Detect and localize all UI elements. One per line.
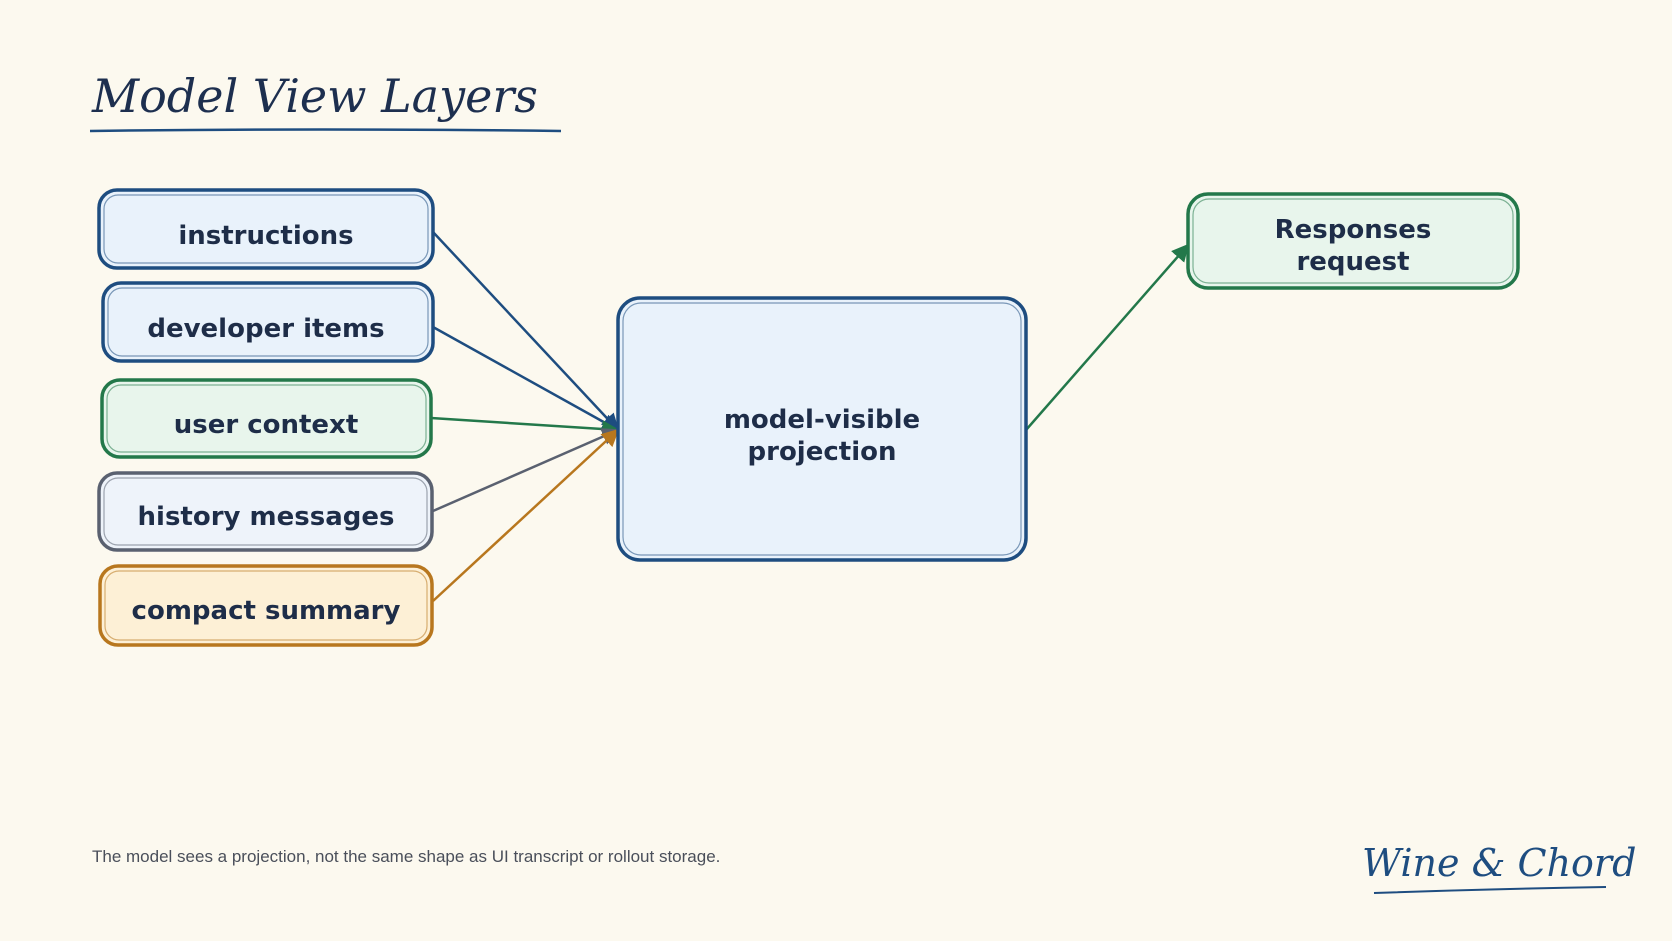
node-label: user context [174, 410, 359, 440]
node-history-messages[interactable]: history messages [97, 471, 434, 552]
node-label-line-1: model-visible [724, 405, 920, 435]
edge-developer-items-to-projection [432, 325, 620, 432]
node-user-context[interactable]: user context [100, 378, 433, 459]
edges-layer [430, 231, 1190, 602]
node-compact-summary[interactable]: compact summary [98, 564, 434, 647]
node-instructions[interactable]: instructions [97, 188, 435, 270]
edge-instructions-to-projection [432, 231, 620, 432]
node-label-line-2: projection [748, 437, 897, 467]
edge-history-messages-to-projection [432, 428, 620, 513]
node-model-visible-projection[interactable]: model-visible projection [616, 296, 1028, 562]
brand-underline [1373, 886, 1607, 894]
footer-caption: The model sees a projection, not the sam… [92, 847, 720, 866]
edge-user-context-to-projection [430, 416, 620, 438]
node-label: compact summary [132, 596, 401, 626]
node-responses-request[interactable]: Responses request [1186, 192, 1520, 290]
brand-wordmark: Wine & Chord [1362, 841, 1636, 885]
page-title: Model View Layers [91, 69, 538, 123]
title-underline [89, 128, 562, 133]
edge-compact-summary-to-projection [432, 428, 620, 602]
node-label: history messages [138, 502, 395, 532]
brand-logo: Wine & Chord [1362, 841, 1636, 894]
edge-projection-to-responses-request [1025, 243, 1190, 431]
node-label-line-1: Responses [1275, 215, 1432, 245]
node-label: instructions [178, 221, 353, 251]
node-label-line-2: request [1296, 247, 1409, 277]
node-developer-items[interactable]: developer items [101, 281, 435, 363]
node-label: developer items [147, 314, 384, 344]
